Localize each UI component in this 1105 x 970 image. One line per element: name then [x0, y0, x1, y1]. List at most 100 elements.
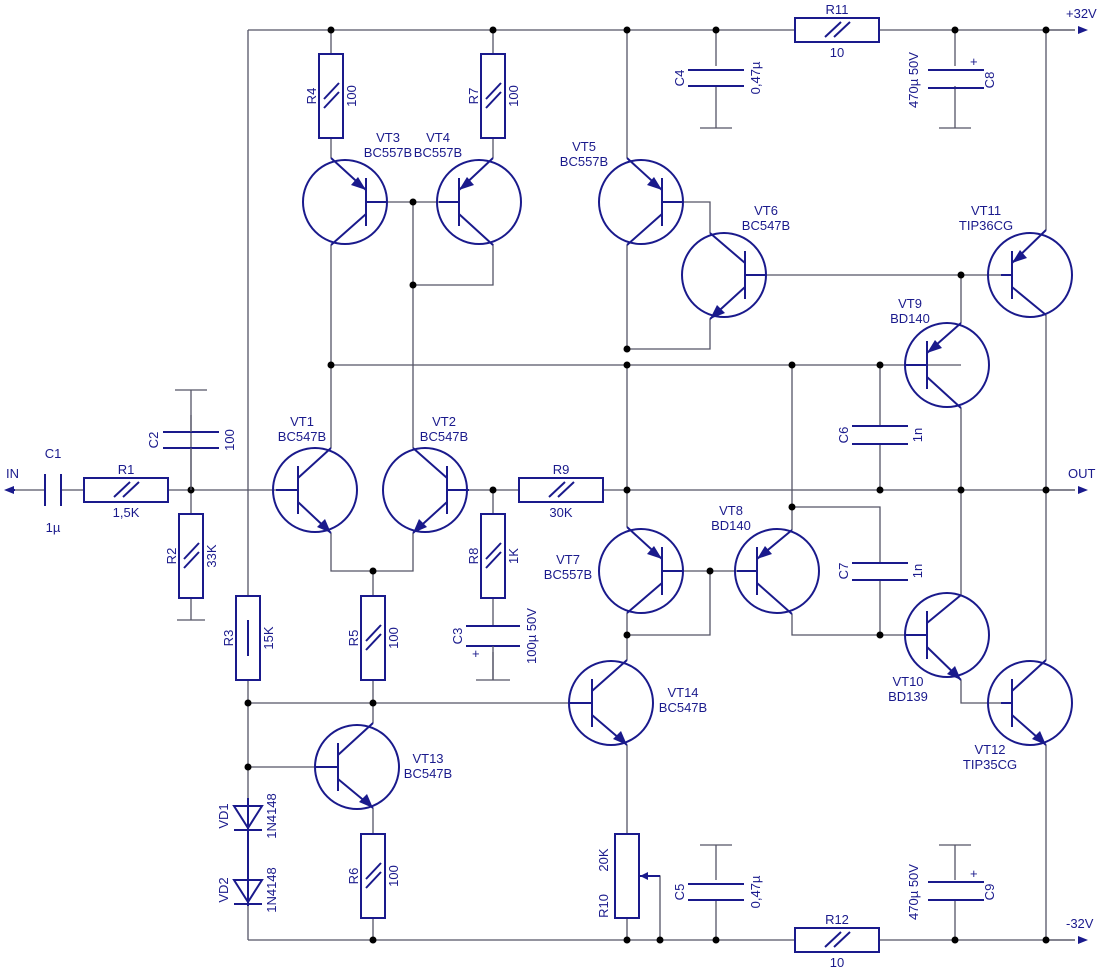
resistor-R3: R3 15K: [221, 595, 276, 681]
transistor-ref: VT9: [898, 296, 922, 311]
resistor-ref: R12: [825, 912, 849, 927]
transistor-VT9: VT9 BD140: [890, 296, 990, 409]
vneg-arrow-icon: [1078, 936, 1088, 944]
transistor-ref: VT6: [754, 203, 778, 218]
capacitor-C4: C4 0,47µ: [672, 61, 763, 94]
transistor-VT12: VT12 TIP35CG: [963, 659, 1073, 772]
polarity-plus: +: [472, 646, 480, 661]
capacitor-value: 100µ 50V: [524, 608, 539, 664]
transistor-VT11: VT11 TIP36CG: [959, 203, 1073, 318]
transistor-VT14: VT14 BC547B: [568, 659, 707, 746]
transistor-ref: VT8: [719, 503, 743, 518]
resistor-ref: R8: [466, 548, 481, 565]
transistor-VT7: VT7 BC557B: [544, 526, 684, 614]
capacitor-value: 0,47µ: [748, 875, 763, 908]
capacitor-ref: C3: [450, 628, 465, 645]
capacitor-ref: C4: [672, 70, 687, 87]
transistor-VT2: VT2 BC547B: [382, 414, 469, 534]
resistor-ref: R5: [346, 630, 361, 647]
transistor-ref: VT5: [572, 139, 596, 154]
input-terminal-label: IN: [6, 466, 19, 481]
transistor-ref: VT12: [974, 742, 1005, 757]
capacitor-C1: C1 1µ: [44, 446, 62, 535]
resistor-ref: R10: [596, 894, 611, 918]
resistor-value: 10: [830, 955, 844, 970]
transistor-part: BC547B: [278, 429, 326, 444]
junctions: [187, 26, 1050, 944]
resistor-R4: R4 100: [304, 53, 359, 139]
negative-supply-label: -32V: [1066, 916, 1094, 931]
transistor-ref: VT13: [412, 751, 443, 766]
transistor-ref: VT10: [892, 674, 923, 689]
transistor-ref: VT11: [971, 203, 1001, 218]
resistor-R12: R12 10: [794, 912, 880, 970]
diode-part: 1N4148: [264, 793, 279, 839]
resistor-R2: R2 33K: [164, 513, 219, 599]
transistor-VT3: VT3 BC557B: [302, 130, 412, 246]
capacitor-C3: + C3 100µ 50V: [450, 608, 539, 680]
output-terminal-label: OUT: [1068, 466, 1096, 481]
transistor-VT1: VT1 BC547B: [272, 414, 358, 534]
transistor-part: BC557B: [560, 154, 608, 169]
capacitor-C6: C6 1n: [836, 425, 925, 445]
capacitor-value: 470µ 50V: [906, 52, 921, 108]
resistor-R8: R8 1K: [466, 513, 521, 599]
capacitor-C9: + C9 470µ 50V: [906, 864, 997, 920]
capacitor-ref: C5: [672, 884, 687, 901]
resistor-R11: R11 10: [794, 2, 880, 60]
capacitor-value: 100: [222, 429, 237, 451]
capacitor-C7: C7 1n: [836, 562, 925, 581]
transistor-VT13: VT13 BC547B: [314, 722, 452, 810]
resistor-value: 33K: [204, 544, 219, 567]
resistor-value: 30K: [549, 505, 572, 520]
capacitor-ref: C9: [982, 884, 997, 901]
capacitor-ref: C1: [45, 446, 62, 461]
resistor-value: 100: [344, 85, 359, 107]
transistor-VT5: VT5 BC557B: [560, 139, 684, 246]
resistor-R6: R6 100: [346, 833, 401, 919]
capacitor-value: 0,47µ: [748, 61, 763, 94]
transistor-part: BD140: [890, 311, 930, 326]
in-arrow-icon: [4, 486, 14, 494]
capacitor-C2: C2 100: [146, 390, 237, 490]
transistor-VT10: VT10 BD139: [888, 592, 990, 704]
capacitor-value: 1µ: [46, 520, 61, 535]
resistor-value: 100: [506, 85, 521, 107]
resistor-value: 1,5K: [113, 505, 140, 520]
transistor-part: BC547B: [659, 700, 707, 715]
resistor-ref: R7: [466, 88, 481, 105]
transistor-part: TIP36CG: [959, 218, 1013, 233]
transistor-ref: VT14: [667, 685, 698, 700]
capacitor-ref: C7: [836, 563, 851, 580]
resistor-R1: R1 1,5K: [83, 462, 169, 520]
out-arrow-icon: [1078, 486, 1088, 494]
resistor-ref: R3: [221, 630, 236, 647]
transistor-ref: VT7: [556, 552, 580, 567]
resistor-value: 20K: [596, 848, 611, 871]
capacitor-value: 470µ 50V: [906, 864, 921, 920]
resistor-R10: R10 20K: [596, 833, 660, 919]
diode-part: 1N4148: [264, 867, 279, 913]
transistor-VT8: VT8 BD140: [711, 503, 820, 615]
transistor-ref: VT4: [426, 130, 450, 145]
positive-supply-label: +32V: [1066, 6, 1097, 21]
resistor-value: 15K: [261, 626, 276, 649]
resistor-value: 100: [386, 865, 401, 887]
polarity-plus: +: [970, 54, 978, 69]
resistor-ref: R11: [826, 2, 849, 17]
capacitor-ref: C8: [982, 72, 997, 89]
resistor-R5: R5 100: [346, 595, 401, 681]
resistor-ref: R2: [164, 548, 179, 565]
transistor-part: BC547B: [742, 218, 790, 233]
resistor-ref: R1: [118, 462, 135, 477]
capacitor-C8: + C8 470µ 50V: [906, 52, 997, 108]
resistor-R7: R7 100: [466, 53, 521, 139]
resistor-value: 1K: [506, 548, 521, 564]
transistor-part: BD140: [711, 518, 751, 533]
transistor-part: TIP35CG: [963, 757, 1017, 772]
transistor-part: BC557B: [544, 567, 592, 582]
capacitor-ref: C2: [146, 432, 161, 449]
terminal-arrows: [4, 26, 1088, 944]
transistor-part: BC557B: [364, 145, 412, 160]
